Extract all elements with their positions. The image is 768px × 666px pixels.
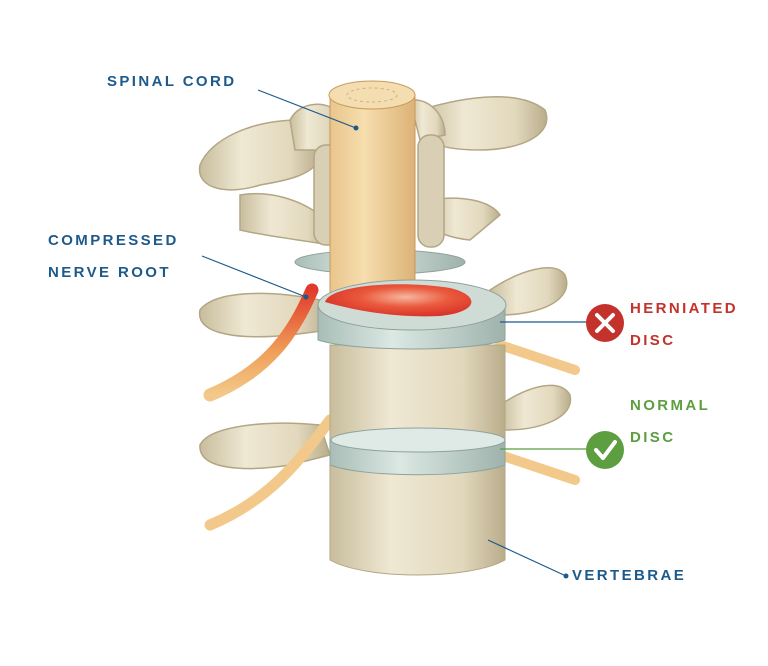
label-normal-1: NORMAL [630,397,711,414]
upper-vertebra [198,96,548,248]
compressed-nerve-root [203,283,319,402]
nerve-roots [203,283,580,531]
label-normal-2: DISC [630,429,676,446]
label-herniated-1: HERNIATED [630,300,738,317]
spinal-cord [328,80,416,296]
label-compressed-1: COMPRESSED [48,232,179,249]
vertebral-column [317,279,507,576]
label-herniated-2: DISC [630,332,676,349]
x-circle-icon [586,304,624,342]
label-vertebrae: VERTEBRAE [572,567,687,584]
pointer-lines [201,89,590,579]
herniation [325,284,472,317]
check-circle-icon [586,431,624,469]
label-spinal-cord: SPINAL CORD [107,73,237,90]
label-compressed-2: NERVE ROOT [48,264,171,281]
